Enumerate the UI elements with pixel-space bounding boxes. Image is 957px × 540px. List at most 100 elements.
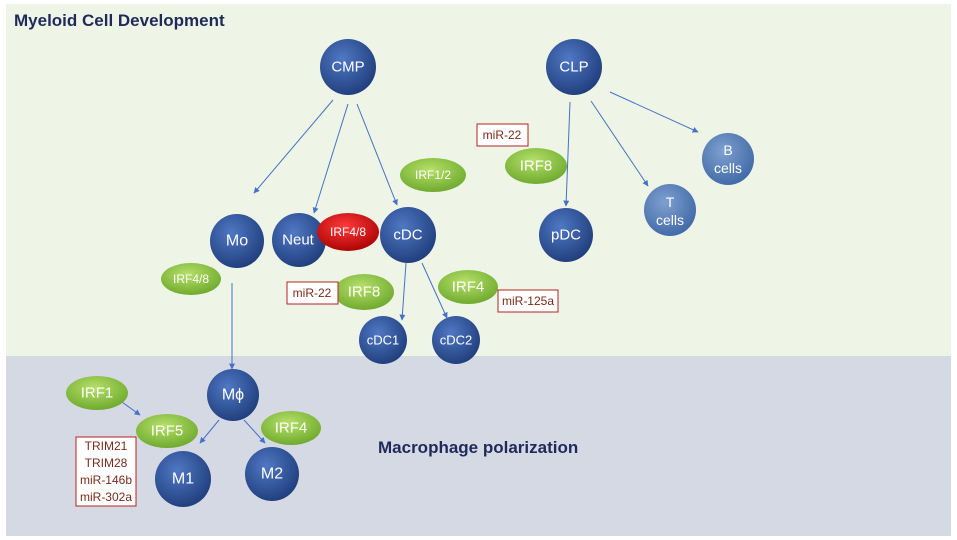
factor-irf4-8-neut-label: IRF4/8 [330, 225, 366, 239]
arrow-cdc-to-cdc2 [421, 262, 448, 319]
regulator-mir22-pdc-label: miR-22 [483, 128, 522, 142]
cell-pdc-label: pDC [551, 227, 581, 244]
cell-neut-label: Neut [282, 232, 315, 249]
factor-irf5-label: IRF5 [151, 423, 184, 440]
cell-b-cells-circle [702, 133, 754, 185]
regulator-m1-box: TRIM21 TRIM28 miR-146b miR-302a [75, 436, 137, 507]
cell-pdc-circle [539, 208, 593, 262]
cell-macrophage-circle [207, 369, 259, 421]
cell-cmp: CMP [320, 39, 376, 95]
cell-m2: M2 [245, 447, 299, 501]
cell-cdc-circle [380, 207, 436, 263]
factor-irf8-lymphoid-ellipse [505, 148, 567, 184]
factor-irf8-cdc1-ellipse [334, 274, 394, 310]
factor-irf4-8-mo: IRF4/8 [161, 263, 221, 295]
factor-irf1-2-label: IRF1/2 [415, 168, 451, 182]
regulator-mir22-pdc: miR-22 [476, 123, 529, 147]
factor-irf8-cdc1: IRF8 [334, 274, 394, 310]
factor-irf8-cdc1-label: IRF8 [348, 284, 381, 301]
factor-irf4-cdc2-label: IRF4 [452, 279, 485, 296]
factor-irf1-ellipse [66, 376, 128, 410]
cell-cdc: cDC [380, 207, 436, 263]
cell-pdc: pDC [539, 208, 593, 262]
regulator-mir125a-box [497, 289, 559, 313]
regulator-trim21-label: TRIM21 [85, 439, 128, 453]
cell-neut-circle [272, 213, 326, 267]
arrows [121, 91, 699, 444]
cell-t-cells-circle [644, 184, 696, 236]
factor-irf4-8-mo-label: IRF4/8 [173, 272, 209, 286]
cell-cdc2: cDC2 [432, 316, 480, 364]
cell-b-cells-label-line1: B [723, 142, 732, 158]
cell-b-cells-label-line2: cells [714, 160, 742, 176]
factor-irf4-m2-ellipse [261, 411, 321, 445]
arrow-cmp-to-mo [253, 99, 334, 194]
cell-m1: M1 [155, 451, 211, 507]
factor-irf4-m2: IRF4 [261, 411, 321, 445]
arrow-cmp-to-neut [312, 103, 349, 214]
arrow-clp-to-t-cells [590, 100, 649, 187]
cell-cmp-circle [320, 39, 376, 95]
cell-m1-circle [155, 451, 211, 507]
factor-irf8-lymphoid: IRF8 [505, 148, 567, 184]
cell-clp-label: CLP [559, 59, 588, 76]
cell-b-cells: B cells [702, 133, 754, 185]
cell-macrophage-label: Mϕ [222, 387, 244, 404]
factor-irf1-2: IRF1/2 [400, 158, 466, 192]
arrow-cmp-to-cdc [356, 103, 398, 206]
regulator-mir125a-label: miR-125a [502, 294, 554, 308]
regulator-mir22-cdc1: miR-22 [286, 281, 339, 305]
top-region-background [6, 4, 951, 356]
cell-neut: Neut [272, 213, 326, 267]
factor-irf1-label: IRF1 [81, 385, 114, 402]
factor-irf4-cdc2-ellipse [438, 270, 498, 304]
arrow-clp-to-b-cells [609, 91, 699, 133]
top-region-title: Myeloid Cell Development [14, 11, 225, 30]
cell-t-cells-label-line1: T [666, 194, 675, 210]
cell-cdc2-circle [432, 316, 480, 364]
cell-macrophage: Mϕ [207, 369, 259, 421]
factor-irf5: IRF5 [136, 414, 198, 448]
factor-irf4-m2-label: IRF4 [275, 420, 308, 437]
regulator-mir22-pdc-box [476, 123, 529, 147]
cell-cmp-label: CMP [331, 59, 364, 76]
cell-t-cells-label-line2: cells [656, 212, 684, 228]
cell-cdc1-circle [359, 316, 407, 364]
cell-m2-label: M2 [261, 466, 283, 483]
cell-cdc1: cDC1 [359, 316, 407, 364]
factor-irf4-8-neut: IRF4/8 [317, 213, 379, 251]
regulator-mir22-cdc1-box [286, 281, 339, 305]
arrow-clp-to-pdc [563, 101, 571, 207]
cell-clp: CLP [546, 39, 602, 95]
arrow-macrophage-to-m1 [199, 419, 220, 444]
factor-irf4-8-mo-ellipse [161, 263, 221, 295]
factor-irf4-cdc2: IRF4 [438, 270, 498, 304]
arrow-macrophage-to-m2 [243, 419, 266, 444]
regulator-mir302a-label: miR-302a [80, 490, 132, 504]
regulator-mir22-cdc1-label: miR-22 [293, 286, 332, 300]
regulator-mir125a: miR-125a [497, 289, 559, 313]
regulator-trim28-label: TRIM28 [85, 456, 128, 470]
cell-cdc-label: cDC [393, 227, 422, 244]
factor-irf8-lymphoid-label: IRF8 [520, 158, 553, 175]
cell-mo-label: Mo [226, 233, 248, 250]
regulator-m1-box-frame [75, 436, 137, 507]
arrow-irf1-to-irf5 [121, 401, 141, 416]
cell-mo: Mo [210, 214, 264, 268]
cell-mo-circle [210, 214, 264, 268]
factor-irf1: IRF1 [66, 376, 128, 410]
factor-irf4-8-neut-ellipse [317, 213, 379, 251]
factor-irf5-ellipse [136, 414, 198, 448]
cell-m1-label: M1 [172, 471, 194, 488]
cell-m2-circle [245, 447, 299, 501]
cell-clp-circle [546, 39, 602, 95]
cell-cdc2-label: cDC2 [440, 333, 473, 348]
factor-irf1-2-ellipse [400, 158, 466, 192]
cell-cdc1-label: cDC1 [367, 333, 400, 348]
regulator-mir146b-label: miR-146b [80, 473, 132, 487]
cell-t-cells: T cells [644, 184, 696, 236]
arrow-cdc-to-cdc1 [399, 262, 407, 321]
bottom-region-title: Macrophage polarization [378, 438, 578, 457]
